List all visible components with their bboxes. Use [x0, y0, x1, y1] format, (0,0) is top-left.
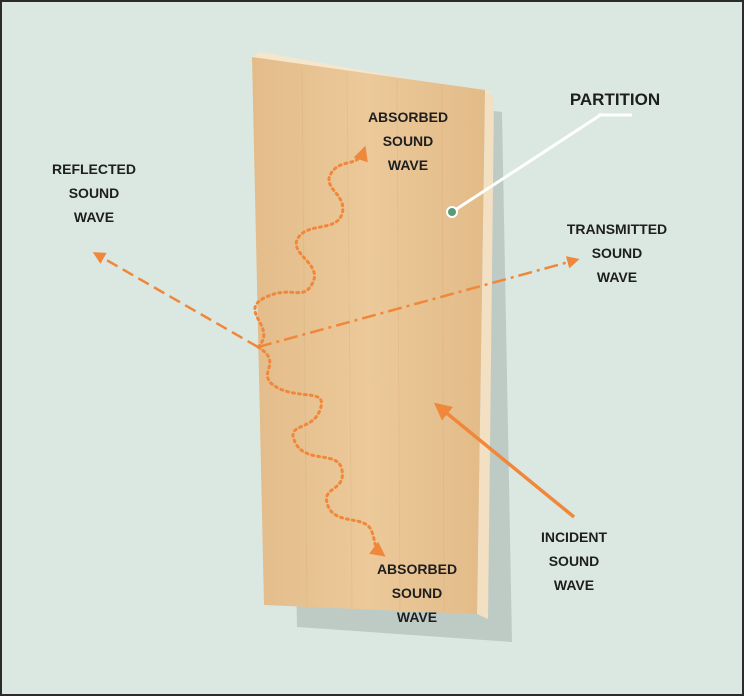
- absorbed-bottom-label: ABSORBED SOUND WAVE: [357, 557, 477, 629]
- reflected-label: REFLECTED SOUND WAVE: [34, 157, 154, 229]
- partition-callout-dot: [447, 207, 457, 217]
- transmitted-label: TRANSMITTED SOUND WAVE: [547, 217, 687, 289]
- incident-label: INCIDENT SOUND WAVE: [514, 525, 634, 597]
- reflected-wave-arrow: [96, 254, 258, 347]
- absorbed-top-label: ABSORBED SOUND WAVE: [348, 105, 468, 177]
- partition-label: PARTITION: [555, 88, 675, 112]
